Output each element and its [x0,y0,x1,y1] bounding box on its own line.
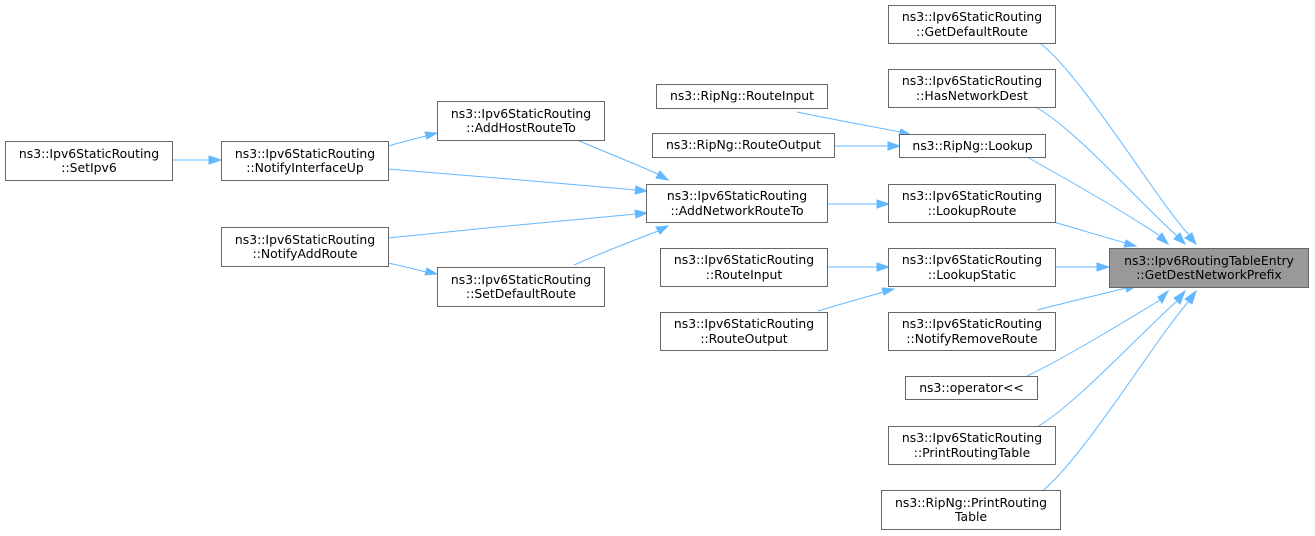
node-label-line1: ns3::Ipv6StaticRouting [901,252,1043,267]
node-label-line1: ns3::operator<< [919,379,1024,395]
node-label-line2: ::SetIpv6 [61,160,117,175]
node-label-line2: ::NotifyRemoveRoute [906,330,1038,346]
edge-setdefaultroute-to-addnetworkrouteto [573,230,659,266]
node-label-line1: ns3::Ipv6StaticRouting [234,231,376,247]
arrowhead [887,141,902,151]
node-ripng-route-input[interactable]: ns3::RipNg::RouteInput [656,84,828,109]
node-label-line1: ns3::Ipv6StaticRouting [673,316,815,331]
node-notify-remove-route[interactable]: ns3::Ipv6StaticRouting ::NotifyRemoveRou… [888,312,1056,351]
edge-hasnetworkdest-to-root [1036,107,1178,237]
node-label-line2: ::NotifyInterfaceUp [246,160,364,175]
node-label-line1: ns3::Ipv6StaticRouting [901,316,1043,331]
node-ripng-lookup[interactable]: ns3::RipNg::Lookup [899,134,1046,158]
node-lookup-static[interactable]: ns3::Ipv6StaticRouting ::LookupStatic [888,248,1056,287]
node-set-ipv6[interactable]: ns3::Ipv6StaticRouting ::SetIpv6 [5,141,173,181]
node-label-line2: ::HasNetworkDest [916,87,1028,103]
node-route-output[interactable]: ns3::Ipv6StaticRouting ::RouteOutput [660,312,828,351]
edge-notifyinterfaceup-to-addhostrouteto [387,135,427,147]
node-label-line2: ::GetDefaultRoute [916,23,1028,39]
edge-operator-to-root [1026,299,1161,377]
node-label-line2: ::RouteOutput [700,330,788,346]
arrowhead [208,155,223,165]
node-label-line2: ::NotifyAddRoute [252,246,358,261]
node-route-input[interactable]: ns3::Ipv6StaticRouting ::RouteInput [660,248,828,287]
node-label-line1: ns3::RipNg::Lookup [912,137,1033,153]
node-label-line1: ns3::Ipv6StaticRouting [450,271,592,287]
arrowhead [876,262,891,272]
node-label-line1: ns3::Ipv6StaticRouting [234,145,376,161]
node-notify-add-route[interactable]: ns3::Ipv6StaticRouting ::NotifyAddRoute [221,227,389,267]
arrowhead [634,185,649,195]
node-label-line1: ns3::RipNg::RouteOutput [666,137,821,153]
arrowhead [655,170,670,181]
node-lookup-route[interactable]: ns3::Ipv6StaticRouting ::LookupRoute [888,184,1056,223]
node-ripng-print-routing-table[interactable]: ns3::RipNg::PrintRouting Table [881,490,1061,530]
node-add-host-route-to[interactable]: ns3::Ipv6StaticRouting ::AddHostRouteTo [437,101,605,141]
node-label-line2: ::AddNetworkRouteTo [670,202,804,218]
node-label-line1: ns3::Ipv6StaticRouting [450,105,592,121]
arrowhead [876,199,891,209]
edge-notifyaddroute-to-addnetworkrouteto [387,213,637,239]
node-get-dest-network-prefix: ns3::Ipv6RoutingTableEntry ::GetDestNetw… [1109,248,1309,288]
edge-ripngprintroutingtable-to-root [1040,300,1190,493]
edge-notifyaddroute-to-setdefaultroute [387,262,427,273]
node-operator-shift[interactable]: ns3::operator<< [905,376,1038,400]
node-label-line2: ::LookupStatic [927,266,1017,282]
edge-routeoutput-to-lookupstatic [817,291,885,312]
node-has-network-dest[interactable]: ns3::Ipv6StaticRouting ::HasNetworkDest [888,69,1056,108]
edge-ripngrouteinput-to-lookup [796,111,901,133]
arrowhead [1157,289,1170,304]
edge-notifyinterfaceup-to-addnetworkrouteto [387,168,637,191]
node-ripng-route-output[interactable]: ns3::RipNg::RouteOutput [652,133,835,158]
node-label-line2: Table [954,509,988,524]
node-set-default-route[interactable]: ns3::Ipv6StaticRouting ::SetDefaultRoute [437,267,605,307]
arrowhead [1123,239,1138,248]
node-label-line1: ns3::Ipv6StaticRouting [666,188,808,203]
arrowhead [655,225,670,235]
arrowhead [881,287,896,296]
node-label-line1: ns3::Ipv6StaticRouting [901,73,1043,88]
edge-ripnglookup-to-root [1026,156,1161,237]
arrowhead [1096,262,1111,272]
node-notify-interface-up[interactable]: ns3::Ipv6StaticRouting ::NotifyInterface… [221,141,389,181]
node-label-line1: ns3::RipNg::RouteInput [670,88,814,104]
node-label-line2: ::SetDefaultRoute [466,286,576,301]
node-label-line1: ns3::Ipv6RoutingTableEntry [1124,252,1294,268]
arrowhead [1184,232,1197,246]
node-label-line2: ::AddHostRouteTo [466,120,576,135]
arrowhead [424,267,439,276]
arrowhead [1173,289,1187,305]
node-label-line1: ns3::Ipv6StaticRouting [901,430,1043,445]
node-label-line2: ::LookupRoute [927,202,1017,218]
node-label-line1: ns3::Ipv6StaticRouting [901,188,1043,203]
node-label-line1: ns3::Ipv6StaticRouting [673,252,815,267]
node-label-line2: ::RouteInput [705,266,783,282]
arrowhead [1173,232,1187,246]
node-label-line2: ::GetDestNetworkPrefix [1136,267,1282,282]
node-label-line1: ns3::Ipv6StaticRouting [901,9,1043,24]
node-print-routing-table[interactable]: ns3::Ipv6StaticRouting ::PrintRoutingTab… [888,426,1056,465]
edge-printroutingtable-to-root [1036,300,1178,428]
node-label-line1: ns3::Ipv6StaticRouting [18,145,160,161]
node-add-network-route-to[interactable]: ns3::Ipv6StaticRouting ::AddNetworkRoute… [646,184,828,223]
arrowhead [1156,232,1170,246]
edge-getdefaultroute-to-root [1040,43,1190,236]
arrowhead [424,131,439,140]
arrowhead [1184,289,1197,305]
node-label-line1: ns3::RipNg::PrintRouting [895,494,1047,510]
edge-notifyremoveroute-to-root [1036,287,1127,311]
arrowhead [634,209,649,219]
node-get-default-route[interactable]: ns3::Ipv6StaticRouting ::GetDefaultRoute [888,5,1056,44]
edge-addhostrouteto-to-addnetworkrouteto [576,139,659,175]
edge-lookuproute-to-root [1052,221,1127,244]
node-label-line2: ::PrintRoutingTable [913,444,1031,460]
call-graph-edges [172,43,1197,493]
